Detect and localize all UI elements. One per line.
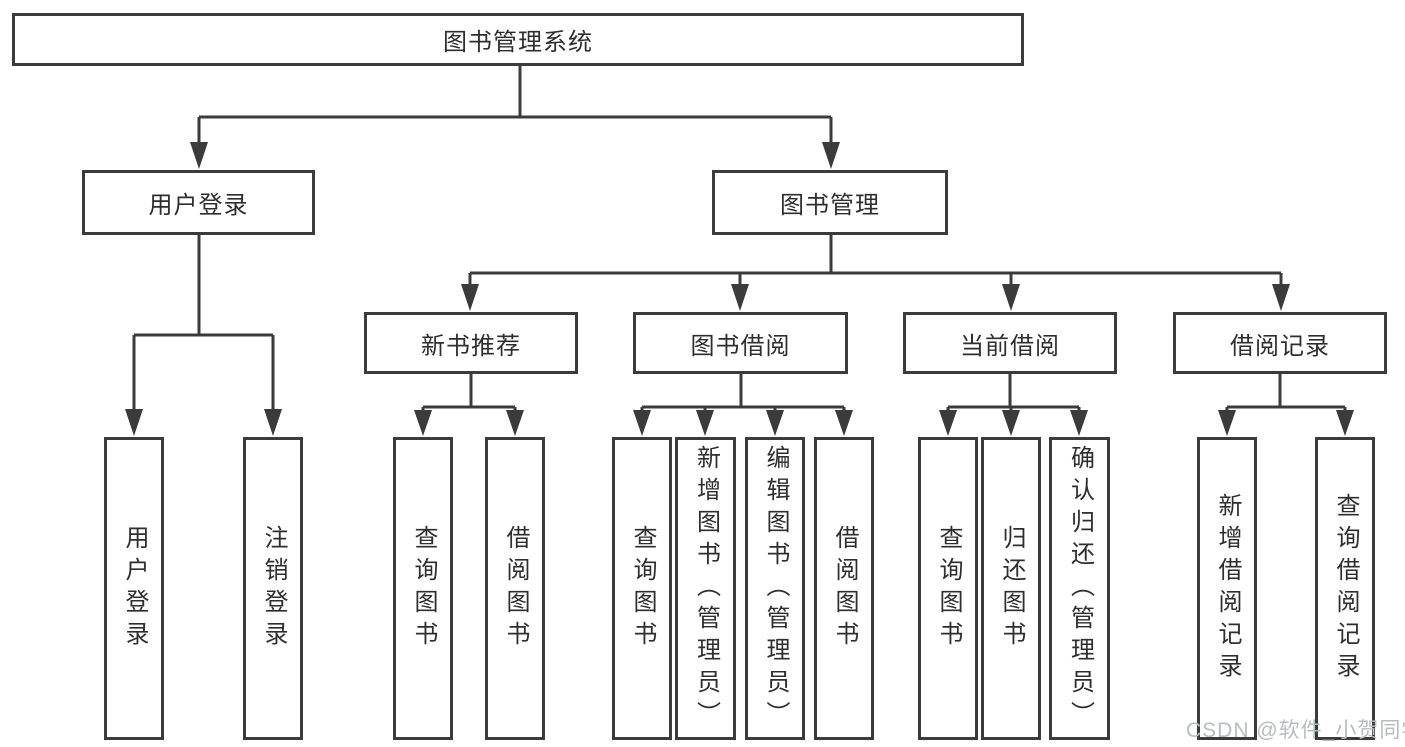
leaf-add-book-admin-label: 新增图书（管理员） (692, 444, 720, 733)
leaf-borrow-books: 借阅图书 (814, 437, 874, 740)
node-book-management: 图书管理 (712, 170, 948, 235)
node-new-book-recommend: 新书推荐 (364, 312, 578, 374)
node-book-borrow: 图书借阅 (633, 312, 848, 374)
leaf-return-book-label: 归还图书 (998, 524, 1025, 653)
node-root-label: 图书管理系统 (443, 29, 593, 56)
leaf-confirm-return-admin-label: 确认归还（管理员） (1066, 444, 1094, 733)
node-new-book-recommend-label: 新书推荐 (421, 332, 521, 360)
node-root: 图书管理系统 (12, 13, 1024, 66)
leaf-add-borrow-record-label: 新增借阅记录 (1214, 492, 1241, 685)
node-book-management-label: 图书管理 (780, 192, 880, 219)
leaf-add-borrow-record: 新增借阅记录 (1197, 437, 1257, 740)
leaf-query-books-borrow-label: 查询图书 (629, 524, 656, 653)
leaf-query-borrow-record: 查询借阅记录 (1315, 437, 1375, 740)
leaf-query-books-recommend: 查询图书 (393, 437, 453, 740)
leaf-return-book: 归还图书 (981, 437, 1041, 740)
leaf-add-book-admin: 新增图书（管理员） (675, 437, 736, 740)
node-borrow-records: 借阅记录 (1173, 312, 1387, 374)
leaf-query-books-current-label: 查询图书 (935, 524, 962, 653)
node-user-login-label: 用户登录 (148, 192, 249, 219)
node-user-login: 用户登录 (82, 170, 315, 235)
leaf-query-borrow-record-label: 查询借阅记录 (1332, 492, 1359, 685)
leaf-borrow-books-recommend: 借阅图书 (485, 437, 545, 740)
leaf-confirm-return-admin: 确认归还（管理员） (1049, 437, 1110, 740)
leaf-user-login-label: 用户登录 (121, 524, 148, 653)
leaf-user-login: 用户登录 (104, 437, 164, 740)
leaf-query-books-recommend-label: 查询图书 (410, 524, 437, 653)
node-borrow-records-label: 借阅记录 (1230, 332, 1330, 360)
arrowheads (125, 142, 1354, 436)
leaf-borrow-books-label: 借阅图书 (831, 524, 858, 653)
node-book-borrow-label: 图书借阅 (690, 332, 791, 360)
leaf-logout-label: 注销登录 (260, 524, 287, 653)
leaf-query-books-current: 查询图书 (918, 437, 978, 740)
leaf-borrow-books-recommend-label: 借阅图书 (502, 524, 529, 653)
node-current-borrow: 当前借阅 (903, 312, 1117, 374)
leaf-logout: 注销登录 (243, 437, 303, 740)
csdn-watermark: CSDN @软件_小贺同学 (1186, 719, 1405, 742)
node-current-borrow-label: 当前借阅 (960, 332, 1060, 360)
leaf-query-books-borrow: 查询图书 (612, 437, 672, 740)
leaf-edit-book-admin: 编辑图书（管理员） (745, 437, 805, 740)
leaf-edit-book-admin-label: 编辑图书（管理员） (762, 444, 789, 733)
